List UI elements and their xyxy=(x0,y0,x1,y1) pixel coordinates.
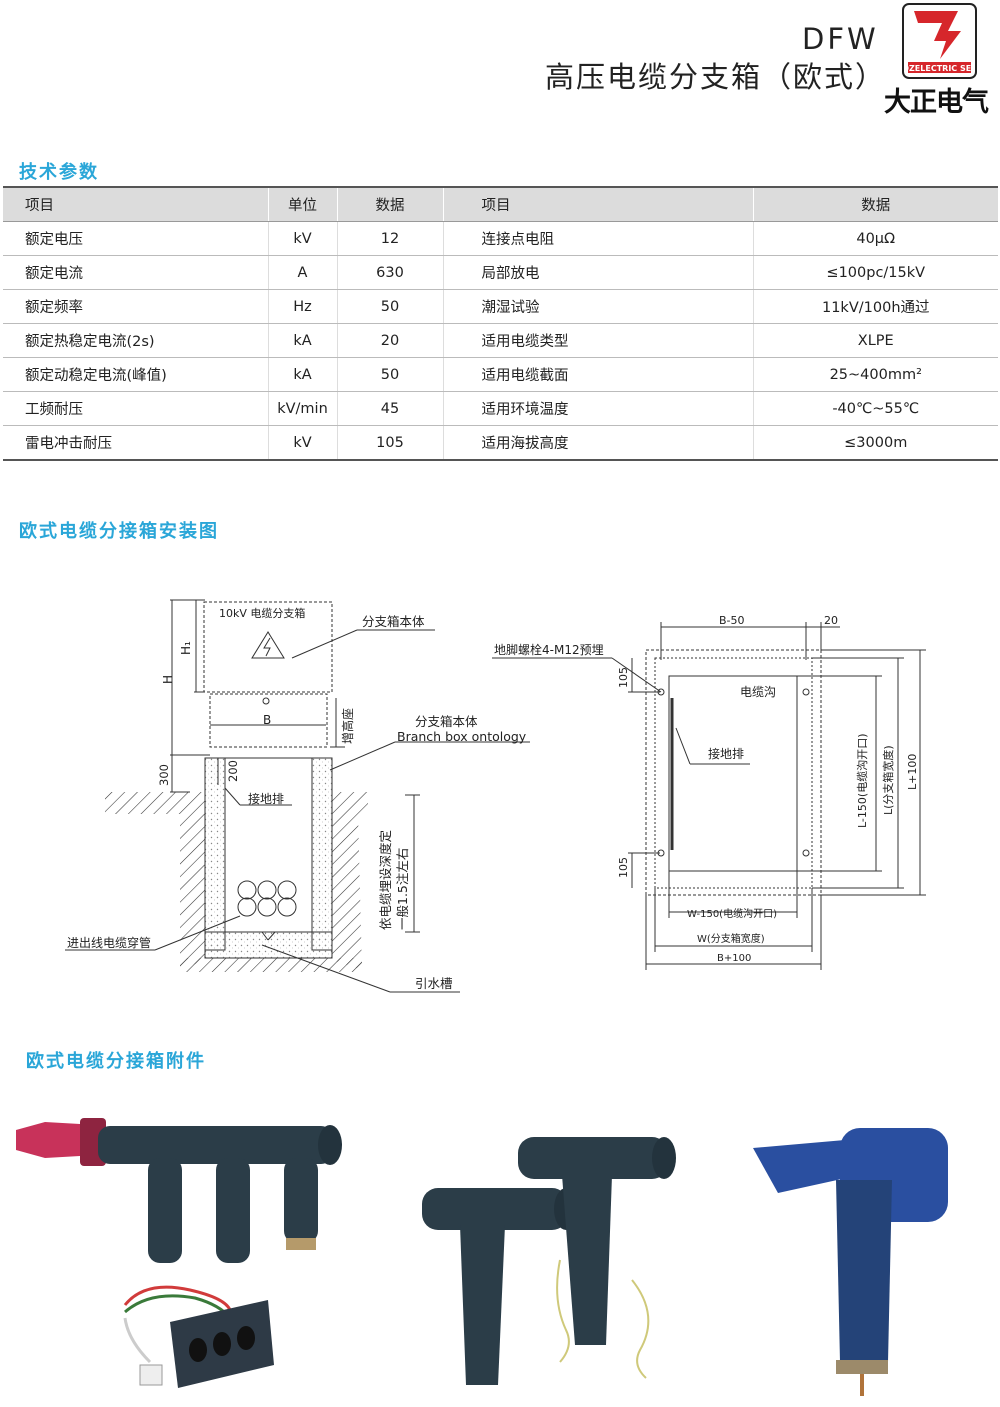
table-row: 额定动稳定电流(峰值) kA 50 适用电缆截面 25~400mm² xyxy=(3,357,998,392)
dim-b: B xyxy=(263,713,271,727)
product-code: DFW xyxy=(802,22,879,56)
cell: ≤3000m xyxy=(752,425,998,461)
cell: -40℃~55℃ xyxy=(752,391,998,426)
bolt-label: 地脚螺栓4-M12预埋 xyxy=(494,642,604,657)
cell: 适用海拔高度 xyxy=(442,425,753,461)
cell: 12 xyxy=(336,221,443,256)
params-table: 项目 单位 数据 项目 数据 额定电压 kV 12 连接点电阻 40μΩ 额定电… xyxy=(3,186,998,461)
cell: kA xyxy=(267,357,337,392)
dim-l-minus-150: L-150(电缆沟开口) xyxy=(856,734,869,828)
dim-h1: H₁ xyxy=(179,641,193,655)
cell: 40μΩ xyxy=(752,221,998,256)
dim-b-minus-50: B-50 xyxy=(719,614,745,627)
right-drawing xyxy=(492,622,926,970)
right-ground-bar-label: 接地排 xyxy=(708,746,744,761)
body-label: 分支箱本体 xyxy=(362,614,425,629)
cell: 连接点电阻 xyxy=(442,221,753,256)
col-header: 单位 xyxy=(267,186,337,222)
table-row: 额定电压 kV 12 连接点电阻 40μΩ xyxy=(3,221,998,256)
ground-bar-label: 接地排 xyxy=(248,791,284,806)
table-row: 额定电流 A 630 局部放电 ≤100pc/15kV xyxy=(3,255,998,290)
cell: kV xyxy=(267,221,337,256)
cell: 11kV/100h通过 xyxy=(752,289,998,324)
depth-note-1: 依电缆埋设深度定 xyxy=(378,830,393,930)
cell: Hz xyxy=(267,289,337,324)
cell: kA xyxy=(267,323,337,358)
table-row: 雷电冲击耐压 kV 105 适用海拔高度 ≤3000m xyxy=(3,425,998,461)
cell: 105 xyxy=(336,425,443,461)
col-header: 数据 xyxy=(336,186,443,222)
cell: 额定动稳定电流(峰值) xyxy=(3,357,268,392)
cell: 雷电冲击耐压 xyxy=(3,425,268,461)
dim-105-top: 105 xyxy=(617,667,630,688)
cell: 50 xyxy=(336,289,443,324)
page-title: 高压电缆分支箱（欧式） xyxy=(545,60,887,94)
base-label: 增高座 xyxy=(340,708,355,744)
col-header: 项目 xyxy=(3,186,268,222)
table-row: 额定热稳定电流(2s) kA 20 适用电缆类型 XLPE xyxy=(3,323,998,358)
dim-200: 200 xyxy=(226,760,240,782)
cell: XLPE xyxy=(752,323,998,358)
cell: 适用电缆类型 xyxy=(442,323,753,358)
cell: 630 xyxy=(336,255,443,290)
dim-w: W(分支箱宽度) xyxy=(697,932,765,945)
installation-drawing: 10kV 电缆分支箱 分支箱本体 H₁ H B 增高座 分支箱本体 Branch… xyxy=(65,599,926,993)
cell: A xyxy=(267,255,337,290)
cell: 50 xyxy=(336,357,443,392)
elbow-connector-image xyxy=(753,1128,948,1396)
cell: 额定频率 xyxy=(3,289,268,324)
section-title-install: 欧式电缆分接箱安装图 xyxy=(19,521,219,542)
cell: 工频耐压 xyxy=(3,391,268,426)
cell: kV/min xyxy=(267,391,337,426)
dim-h: H xyxy=(161,675,175,684)
section-title-params: 技术参数 xyxy=(19,162,99,183)
dim-l: L(分支箱宽度) xyxy=(881,745,895,815)
cable-plug-image xyxy=(123,1285,274,1388)
cell: kV xyxy=(267,425,337,461)
cell: 25~400mm² xyxy=(752,357,998,392)
table-row: 工频耐压 kV/min 45 适用环境温度 -40℃~55℃ xyxy=(3,391,998,426)
body-label-en: Branch box ontology xyxy=(397,729,527,744)
cell: 适用环境温度 xyxy=(442,391,753,426)
cell: 45 xyxy=(336,391,443,426)
cell: 局部放电 xyxy=(442,255,753,290)
cell: 适用电缆截面 xyxy=(442,357,753,392)
dim-l-plus-100: L+100 xyxy=(906,754,919,790)
cell: 额定电流 xyxy=(3,255,268,290)
dim-20: 20 xyxy=(824,614,838,627)
box-label: 10kV 电缆分支箱 xyxy=(219,606,305,620)
cell: 潮湿试验 xyxy=(442,289,753,324)
col-header: 项目 xyxy=(442,186,753,222)
body-label-cn: 分支箱本体 xyxy=(415,714,478,729)
left-drawing xyxy=(65,599,530,993)
dim-w-minus-150: W-150(电缆沟开口) xyxy=(687,907,777,920)
company-logo: DZELECTRIC SET xyxy=(902,3,977,79)
accessories-photos xyxy=(16,1118,948,1396)
trench-label: 电缆沟 xyxy=(740,685,776,699)
dim-b-plus-100: B+100 xyxy=(717,953,751,964)
table-row: 额定频率 Hz 50 潮湿试验 11kV/100h通过 xyxy=(3,289,998,324)
cell: 额定电压 xyxy=(3,221,268,256)
drain-label: 引水槽 xyxy=(415,976,453,991)
cell: ≤100pc/15kV xyxy=(752,255,998,290)
cell: 额定热稳定电流(2s) xyxy=(3,323,268,358)
t-connector-image xyxy=(422,1137,676,1385)
col-header: 数据 xyxy=(752,186,998,222)
cell: 20 xyxy=(336,323,443,358)
logo-text: DZELECTRIC SET xyxy=(904,64,975,73)
dim-105-bottom: 105 xyxy=(617,857,630,878)
lightning-logo-icon xyxy=(914,11,961,59)
dim-300: 300 xyxy=(157,764,171,786)
section-title-accessories: 欧式电缆分接箱附件 xyxy=(26,1051,206,1072)
branch-connector-image xyxy=(16,1118,342,1263)
depth-note-2: 一般1.5注左右 xyxy=(395,848,410,930)
company-name: 大正电气 xyxy=(884,87,989,118)
table-header-row: 项目 单位 数据 项目 数据 xyxy=(3,186,998,222)
conduit-label: 进出线电缆穿管 xyxy=(67,935,151,950)
